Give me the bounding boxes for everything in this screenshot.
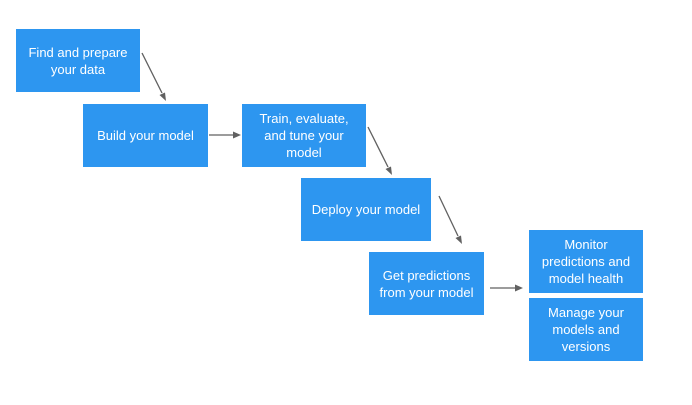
step-build-model: Build your model	[83, 104, 208, 167]
step-monitor-predictions-label: Monitor predictions and model health	[541, 237, 631, 286]
step-train-evaluate-tune: Train, evaluate, and tune your model	[242, 104, 366, 167]
step-deploy-model-label: Deploy your model	[311, 202, 421, 217]
step-manage-models: Manage your models and versions	[529, 298, 643, 361]
step-get-predictions: Get predictions from your model	[369, 252, 484, 315]
step-train-evaluate-tune-label: Train, evaluate, and tune your model	[259, 111, 349, 160]
step-monitor-predictions: Monitor predictions and model health	[529, 230, 643, 293]
arrow-train-to-deploy	[367, 126, 392, 175]
step-manage-models-label: Manage your models and versions	[548, 305, 624, 354]
step-find-prepare-data: Find and prepare your data	[16, 29, 140, 92]
arrow-predict-to-monitor	[490, 284, 523, 292]
arrow-build-to-train	[209, 131, 241, 139]
step-deploy-model: Deploy your model	[301, 178, 431, 241]
step-build-model-label: Build your model	[97, 128, 194, 143]
arrow-deploy-to-predict	[438, 195, 462, 244]
step-get-predictions-label: Get predictions from your model	[379, 267, 474, 300]
arrow-find-to-build	[141, 52, 166, 101]
step-find-prepare-data-label: Find and prepare your data	[28, 44, 128, 77]
